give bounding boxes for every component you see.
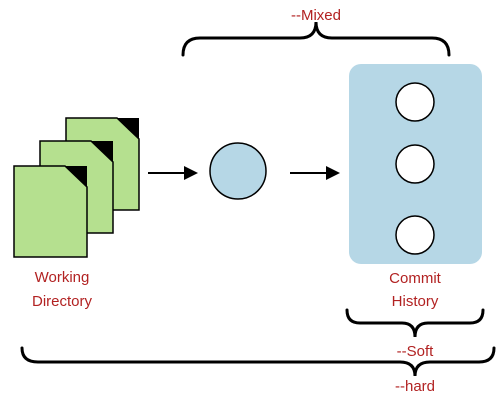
right-arrow-icon	[290, 166, 340, 180]
document-icon	[13, 165, 88, 258]
working-directory-label-line2: Directory	[32, 293, 93, 310]
commit-history-label-line1: Commit	[389, 270, 441, 287]
soft-brace	[345, 308, 485, 338]
commit-circle	[395, 82, 435, 122]
mixed-label: --Mixed	[291, 7, 341, 24]
soft-label: --Soft	[397, 343, 435, 360]
hard-brace	[20, 346, 496, 377]
staging-circle	[209, 142, 267, 200]
commit-history-label-line2: History	[392, 293, 439, 310]
right-arrow-icon	[148, 166, 198, 180]
commit-circle	[395, 144, 435, 184]
document-stack-icon	[13, 117, 140, 258]
mixed-brace	[181, 21, 451, 57]
hard-label: --hard	[395, 378, 435, 395]
working-directory-label-line1: Working	[35, 269, 90, 286]
commit-circle	[395, 215, 435, 255]
